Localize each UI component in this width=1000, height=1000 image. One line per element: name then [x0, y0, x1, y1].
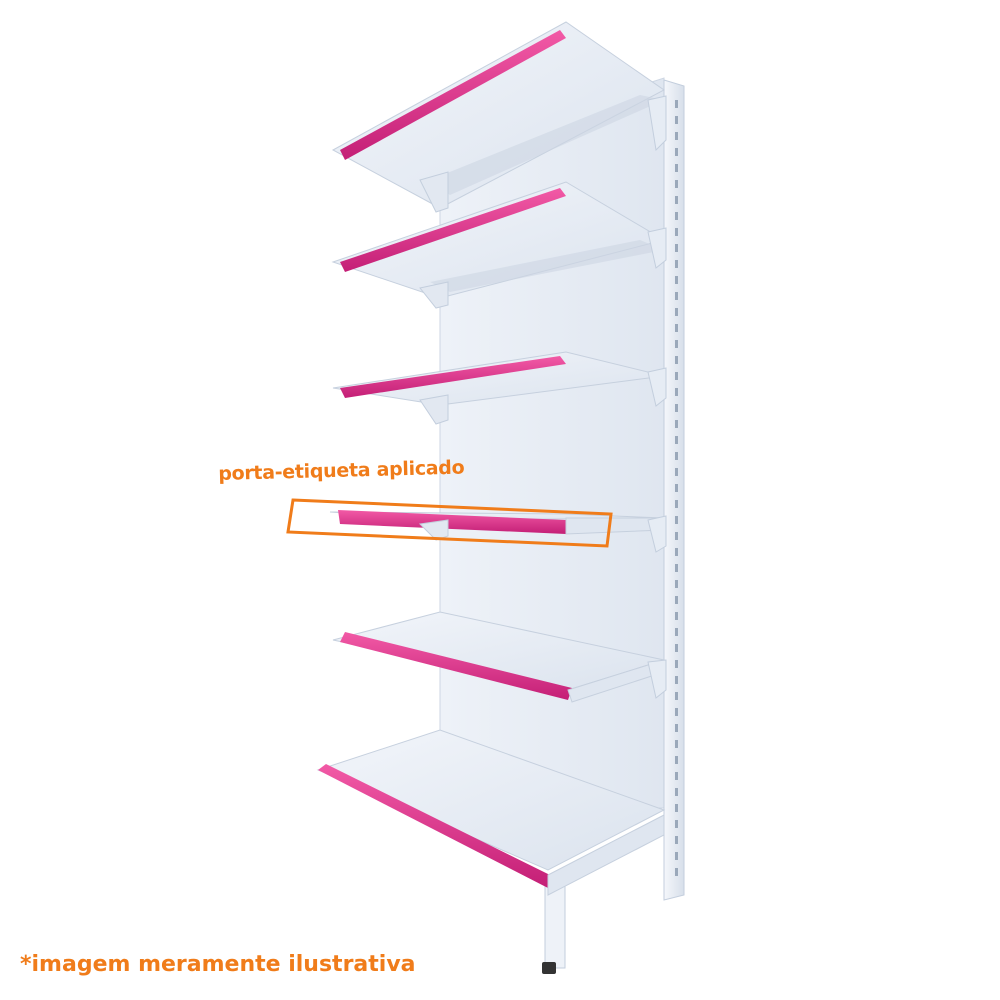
upright-slot — [675, 148, 678, 156]
upright-slot — [675, 644, 678, 652]
label-strip-magenta — [338, 510, 566, 534]
upright-slot — [675, 708, 678, 716]
upright-slot — [675, 244, 678, 252]
upright-slot — [675, 324, 678, 332]
upright-slot — [675, 612, 678, 620]
upright-slot — [675, 660, 678, 668]
upright-slot — [675, 260, 678, 268]
upright-slot — [675, 196, 678, 204]
highlight-frame — [286, 498, 613, 548]
leveling-foot — [542, 962, 556, 974]
upright-slot — [675, 564, 678, 572]
upright-slot — [675, 468, 678, 476]
disclaimer-text: *imagem meramente ilustrativa — [20, 952, 416, 977]
upright-brackets — [647, 95, 667, 699]
upright-slot — [675, 500, 678, 508]
shelf-5 — [332, 611, 666, 703]
upright-slot — [675, 404, 678, 412]
upright-slot — [675, 740, 678, 748]
label-strip-magenta — [340, 632, 572, 700]
upright-slot — [675, 452, 678, 460]
upright-slot — [675, 724, 678, 732]
upright-slot — [675, 868, 678, 876]
upright-slot — [675, 580, 678, 588]
upright-slot — [675, 212, 678, 220]
shelf-4 — [329, 510, 665, 541]
shelf-1 — [331, 21, 665, 213]
upright-slot — [675, 676, 678, 684]
upright-slot — [675, 516, 678, 524]
upright-slot — [675, 308, 678, 316]
upright-slot — [675, 820, 678, 828]
upright-slot — [675, 132, 678, 140]
upright-post — [663, 79, 685, 901]
upright-slot — [675, 164, 678, 172]
label-strip-magenta — [340, 356, 566, 398]
shelf-2 — [331, 181, 666, 309]
shelf-bracket — [419, 171, 449, 213]
upright-slot — [675, 548, 678, 556]
shelf-bracket — [419, 394, 449, 425]
upright-slot — [675, 180, 678, 188]
shelf-3 — [332, 351, 665, 425]
base-kickplate — [547, 814, 665, 896]
shelf-bracket — [418, 519, 449, 541]
upright-slot — [675, 420, 678, 428]
upright-slot — [675, 772, 678, 780]
upright-slot — [675, 692, 678, 700]
upright-slot — [675, 596, 678, 604]
upright-slot — [675, 292, 678, 300]
label-strip-magenta — [340, 188, 566, 272]
upright-slot — [675, 532, 678, 540]
upright-slot — [675, 372, 678, 380]
upright-slot — [675, 436, 678, 444]
upright-slot — [675, 100, 678, 108]
upright-slot — [675, 756, 678, 764]
upright-slot — [675, 228, 678, 236]
upright-slot — [675, 804, 678, 812]
label-strip-magenta — [318, 764, 552, 888]
upright-slot — [675, 340, 678, 348]
upright-slot — [675, 484, 678, 492]
shelf-bracket — [419, 281, 449, 309]
upright-slot — [675, 356, 678, 364]
upright-slot — [675, 388, 678, 396]
upright-slot — [675, 276, 678, 284]
upright-slots — [675, 100, 678, 876]
upright-slot — [675, 628, 678, 636]
upright-slot — [675, 116, 678, 124]
upright-slot — [675, 836, 678, 844]
upright-slot — [675, 852, 678, 860]
shelf-6 — [316, 729, 666, 896]
upright-slot — [675, 788, 678, 796]
label-strip-magenta — [340, 30, 566, 160]
